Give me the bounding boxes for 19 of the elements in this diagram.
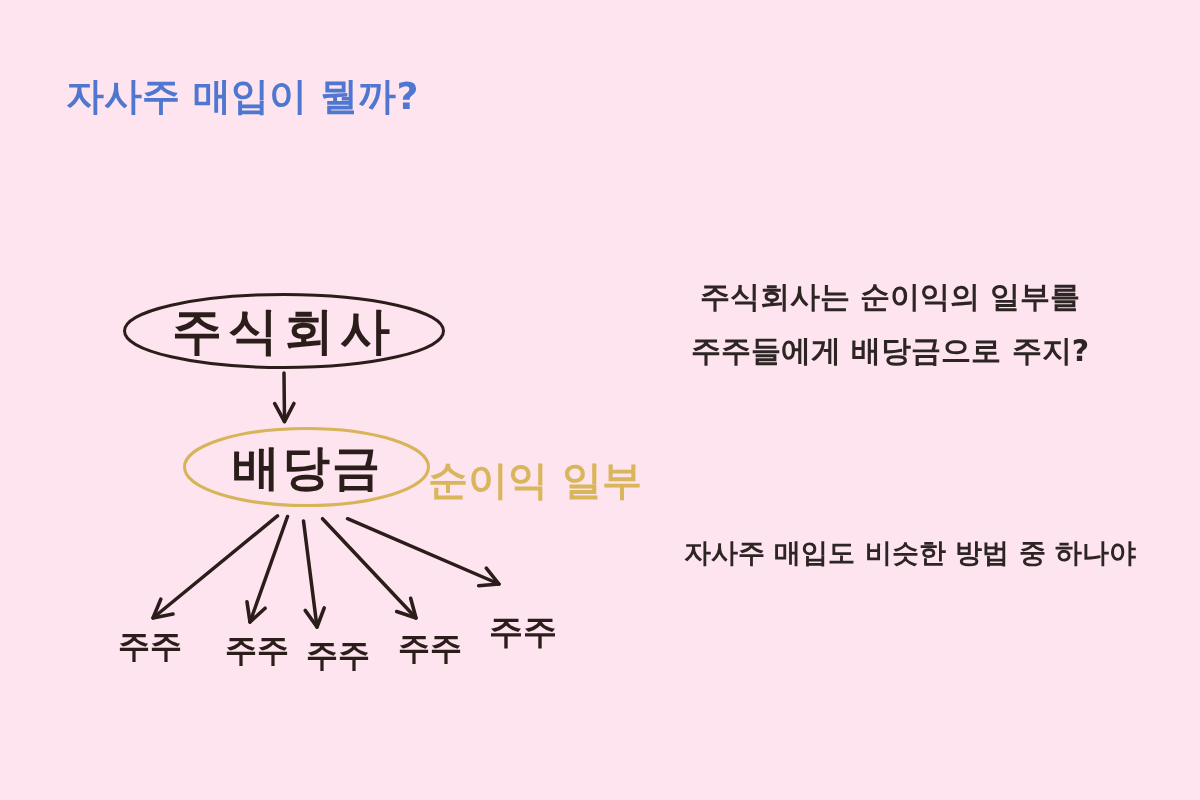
body-text: 자사주 매입도 비슷한 방법 중 하나야 — [684, 536, 1136, 570]
node-text: 배당금 — [231, 443, 382, 491]
arrow — [151, 514, 280, 620]
side-note: 순이익 일부 — [428, 460, 642, 500]
node-text: 주주 — [118, 630, 182, 662]
oval-node — [123, 293, 445, 369]
arrow — [345, 516, 501, 588]
node-text: 주주 — [225, 634, 289, 666]
arrow — [272, 371, 296, 424]
node-text: 주주 — [398, 632, 462, 664]
body-text: 주식회사는 순이익의 일부를 주주들에게 배당금으로 주지? — [689, 278, 1091, 370]
oval-node — [183, 427, 430, 507]
arrow — [320, 516, 418, 620]
node-text: 주주 — [306, 639, 370, 671]
node-text: 주식회사 — [172, 306, 396, 356]
title: 자사주 매입이 뭘까? — [66, 74, 419, 120]
arrow — [245, 514, 290, 624]
node-text: 주주 — [489, 614, 557, 648]
arrow — [301, 519, 327, 629]
